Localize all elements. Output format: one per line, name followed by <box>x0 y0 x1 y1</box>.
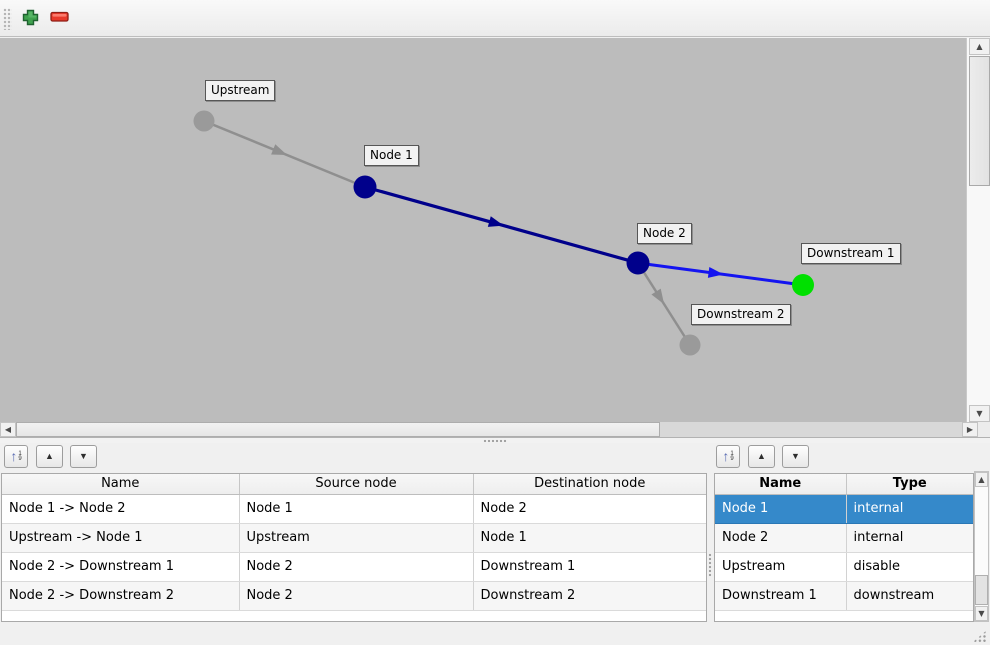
edge-arrowhead-icon <box>487 216 504 227</box>
table-cell[interactable]: Upstream <box>239 523 474 553</box>
column-header[interactable]: Name <box>715 474 847 495</box>
column-header[interactable]: Source node <box>239 474 474 495</box>
horizontal-scrollbar-thumb[interactable] <box>16 422 660 437</box>
table-cell[interactable]: Node 1 <box>715 494 847 524</box>
table-cell[interactable]: Node 2 -> Downstream 1 <box>2 552 240 582</box>
nodes-sort-button[interactable] <box>716 445 740 468</box>
table-cell[interactable]: Node 1 <box>473 523 706 553</box>
table-cell[interactable]: Node 2 <box>239 552 474 582</box>
edge-arrowhead-icon <box>651 288 665 305</box>
column-header[interactable]: Type <box>846 474 973 495</box>
splitter-grip-icon <box>483 439 507 443</box>
horizontal-splitter[interactable] <box>0 437 990 443</box>
scroll-up-button[interactable] <box>975 472 988 487</box>
canvas-horizontal-scrollbar[interactable] <box>0 422 978 437</box>
window-resize-grip-icon[interactable] <box>973 630 987 642</box>
node-label-downstream2[interactable]: Downstream 2 <box>691 304 791 325</box>
scroll-down-button[interactable] <box>969 405 990 422</box>
node-downstream1[interactable] <box>792 274 814 296</box>
node-label-upstream[interactable]: Upstream <box>205 80 276 101</box>
graph-svg <box>193 110 814 356</box>
table-cell[interactable]: Upstream -> Node 1 <box>2 523 240 553</box>
table-cell[interactable]: internal <box>846 494 973 524</box>
table-cell[interactable]: disable <box>846 552 973 582</box>
splitter-grip-icon <box>708 553 713 577</box>
vertical-scrollbar-thumb[interactable] <box>969 56 990 186</box>
scrollbar-corner <box>978 422 990 437</box>
table-cell[interactable]: Upstream <box>715 552 847 582</box>
sort-ascending-icon <box>10 449 21 464</box>
table-cell[interactable]: Downstream 1 <box>715 581 847 611</box>
edges-move-down-button[interactable] <box>70 445 97 468</box>
nodes-move-up-button[interactable] <box>748 445 775 468</box>
table-cell[interactable]: Node 2 <box>239 581 474 611</box>
scroll-left-button[interactable] <box>0 422 16 437</box>
remove-node-button[interactable] <box>48 6 72 31</box>
node-downstream2[interactable] <box>679 334 701 356</box>
nodes-table-scrollbar[interactable] <box>974 471 989 622</box>
toolbar-drag-handle[interactable] <box>3 8 12 30</box>
nodes-scrollbar-thumb[interactable] <box>975 575 988 605</box>
table-cell[interactable]: Node 1 -> Node 2 <box>2 494 240 524</box>
main-toolbar <box>0 0 990 37</box>
sort-ascending-icon <box>722 449 733 464</box>
vertical-splitter[interactable] <box>707 443 714 622</box>
table-cell[interactable]: Node 1 <box>239 494 474 524</box>
table-cell[interactable]: Node 2 <box>715 523 847 553</box>
scroll-up-button[interactable] <box>969 38 990 55</box>
table-cell[interactable]: Node 2 <box>473 494 706 524</box>
status-bar <box>0 622 990 645</box>
table-cell[interactable]: Downstream 2 <box>473 581 706 611</box>
table-cell[interactable]: downstream <box>846 581 973 611</box>
add-node-button[interactable] <box>18 6 42 31</box>
minus-icon <box>50 11 70 26</box>
node-label-node2[interactable]: Node 2 <box>637 223 692 244</box>
column-header[interactable]: Name <box>2 474 240 495</box>
table-cell[interactable]: Node 2 -> Downstream 2 <box>2 581 240 611</box>
node-label-downstream1[interactable]: Downstream 1 <box>801 243 901 264</box>
edge-arrowhead-icon <box>271 144 288 156</box>
canvas-vertical-scrollbar[interactable] <box>966 38 990 422</box>
edges-sort-button[interactable] <box>4 445 28 468</box>
node-node1[interactable] <box>353 175 377 199</box>
node-upstream[interactable] <box>193 110 215 132</box>
table-cell[interactable]: Downstream 1 <box>473 552 706 582</box>
nodes-move-down-button[interactable] <box>782 445 809 468</box>
column-header[interactable]: Destination node <box>473 474 706 495</box>
edges-move-up-button[interactable] <box>36 445 63 468</box>
plus-icon <box>22 9 39 29</box>
node-node2[interactable] <box>626 251 650 275</box>
scroll-down-button[interactable] <box>975 606 988 621</box>
edge-arrowhead-icon <box>707 266 724 278</box>
table-cell[interactable]: internal <box>846 523 973 553</box>
scroll-right-button[interactable] <box>962 422 978 437</box>
node-label-node1[interactable]: Node 1 <box>364 145 419 166</box>
